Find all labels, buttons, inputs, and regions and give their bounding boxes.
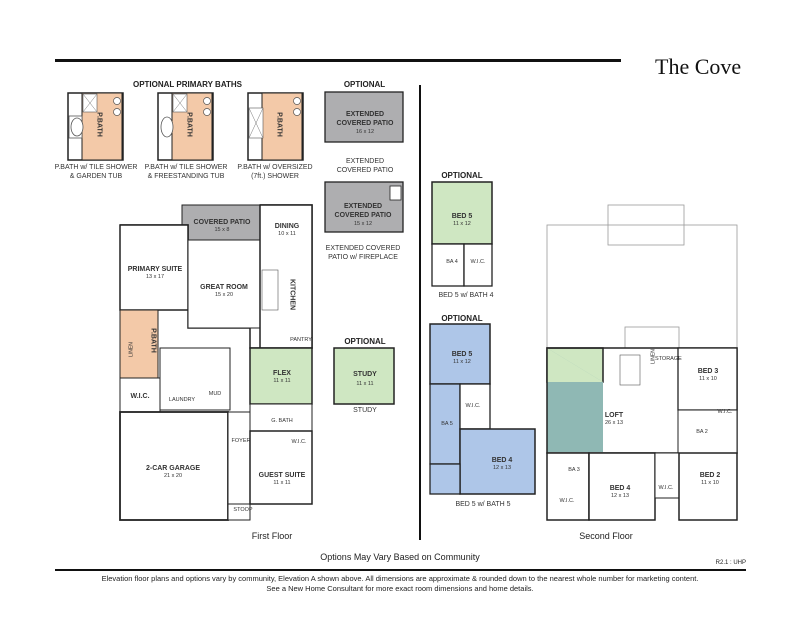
bed5-bath5-bed4: BED 4	[491, 457, 513, 464]
pantry-label: PANTRY	[290, 337, 312, 343]
gbath-label: G. BATH	[271, 418, 293, 424]
first-floor-caption: First Floor	[251, 531, 293, 541]
garage-label: 2-CAR GARAGE	[145, 465, 201, 472]
bed5-bath4-wic: W.I.C.	[470, 259, 486, 265]
patio-option-2-name: EXTENDED COVERED PATIO	[334, 203, 392, 219]
second-floor-caption: Second Floor	[579, 531, 633, 541]
bed5-bath4-ba: BA 4	[446, 259, 458, 265]
study-option-drawing	[333, 347, 395, 405]
bed3-dim: 11 x 10	[699, 376, 717, 382]
ba3-label: BA 3	[568, 467, 580, 473]
primary-suite-label: PRIMARY SUITE	[127, 266, 183, 273]
loft-label: LOFT	[604, 412, 624, 419]
optional-primary-baths-title: OPTIONAL PRIMARY BATHS	[132, 80, 243, 89]
bed5-bath5-wic: W.I.C.	[465, 403, 481, 409]
great-room-dim: 15 x 20	[214, 292, 234, 298]
second-wic-label: W.I.C.	[717, 409, 733, 415]
dining-label: DINING	[274, 223, 300, 230]
covered-patio-dim: 15 x 8	[214, 227, 230, 233]
great-room-label: GREAT ROOM	[200, 284, 248, 291]
bed2-dim: 11 x 10	[701, 480, 719, 486]
second-floor-plan	[546, 204, 738, 521]
bed5-bath5-ba: BA 5	[441, 421, 453, 427]
bath-option-2-caption: P.BATH w/ TILE SHOWER & FREESTANDING TUB	[144, 164, 228, 180]
patio-option-1-name: EXTENDED COVERED PATIO	[336, 111, 394, 127]
footer-line-2: See a New Home Consultant for more exact…	[266, 584, 534, 593]
plan-title: The Cove	[655, 54, 742, 79]
bath-option-1-label: P.BATH	[95, 112, 103, 137]
bed5-bath5-bed5-dim: 11 x 12	[453, 359, 471, 365]
section-divider	[419, 85, 421, 540]
bed4-dim: 12 x 13	[610, 493, 630, 499]
bath-option-3	[247, 92, 304, 161]
bath-option-2-label: P.BATH	[185, 112, 193, 137]
primary-suite-dim: 13 x 17	[145, 274, 165, 280]
bath-option-2	[157, 92, 214, 161]
guest-suite-dim: 11 x 11	[273, 480, 291, 486]
second-wic3-label: W.I.C.	[658, 485, 674, 491]
bed2-label: BED 2	[699, 472, 721, 479]
loft-dim: 26 x 13	[604, 420, 624, 426]
linen-label: LINEN	[128, 342, 135, 357]
ba2-label: BA 2	[696, 429, 708, 435]
dining-dim: 10 x 11	[278, 231, 296, 237]
kitchen-label: KITCHEN	[288, 278, 296, 311]
guest-suite-label: GUEST SUITE	[258, 472, 306, 479]
bed5-bath5-caption: BED 5 w/ BATH 5	[455, 501, 511, 508]
footer-line-1: Elevation floor plans and options vary b…	[101, 574, 699, 583]
flex-label: FLEX	[273, 370, 291, 377]
patio-option-2-dim: 15 x 12	[353, 221, 373, 227]
laundry-label: LAUNDRY	[168, 397, 196, 403]
flex-dim: 11 x 11	[273, 378, 291, 384]
first-floor-plan	[119, 204, 313, 521]
storage-label: STORAGE	[655, 356, 682, 362]
wic2-label: W.I.C.	[291, 439, 307, 445]
foyer-label: FOYER	[231, 438, 251, 444]
footer-rule	[55, 569, 746, 571]
bath-option-3-label: P.BATH	[275, 112, 283, 137]
bath-options-drawing	[67, 92, 304, 161]
patio-option-1-dim: 16 x 12	[355, 129, 375, 135]
study-option-dim: 11 x 11	[356, 381, 374, 387]
optional-study-title: OPTIONAL	[344, 337, 386, 346]
bath-option-3-caption: P.BATH w/ OVERSIZED (7ft.) SHOWER	[237, 164, 313, 180]
bed3-label: BED 3	[697, 368, 719, 375]
optional-bed5-bath4-title: OPTIONAL	[441, 171, 483, 180]
bed5-bath5-bed5: BED 5	[451, 351, 473, 358]
bath-option-1	[67, 92, 124, 161]
bed5-bath5-drawing	[429, 323, 536, 495]
second-wic2-label: W.I.C.	[559, 498, 575, 504]
bed5-bath4-caption: BED 5 w/ BATH 4	[438, 292, 494, 299]
optional-patio-title: OPTIONAL	[343, 80, 386, 89]
bed5-bath4-dim: 11 x 12	[453, 221, 471, 227]
bed4-label: BED 4	[609, 485, 631, 492]
revision-code: R2.1 : UHP	[715, 560, 746, 566]
bed5-bath4-name: BED 5	[451, 213, 473, 220]
garage-dim: 21 x 20	[163, 473, 183, 479]
optional-bed5-bath5-title: OPTIONAL	[441, 314, 483, 323]
study-option-caption: STUDY	[353, 407, 377, 414]
stoop-label: STOOP	[233, 507, 253, 513]
study-option-name: STUDY	[353, 371, 377, 378]
patio-option-1-caption: EXTENDED COVERED PATIO	[336, 158, 394, 174]
footer-disclaimer: Elevation floor plans and options vary b…	[40, 574, 760, 594]
patio-option-2-caption: EXTENDED COVERED PATIO w/ FIREPLACE	[325, 245, 401, 261]
patio-options-drawing	[324, 91, 404, 233]
covered-patio-label: COVERED PATIO	[193, 219, 251, 226]
wic-label: W.I.C.	[130, 393, 150, 400]
bed5-bath4-drawing	[431, 181, 493, 287]
options-vary-note: Options May Vary Based on Community	[320, 552, 480, 562]
mud-label: MUD	[208, 391, 222, 397]
header-rule	[55, 59, 621, 62]
bath-option-1-caption: P.BATH w/ TILE SHOWER & GARDEN TUB	[54, 164, 138, 180]
bed5-bath5-bed4-dim: 12 x 13	[492, 465, 512, 471]
pbath-label: P.BATH	[149, 328, 157, 353]
